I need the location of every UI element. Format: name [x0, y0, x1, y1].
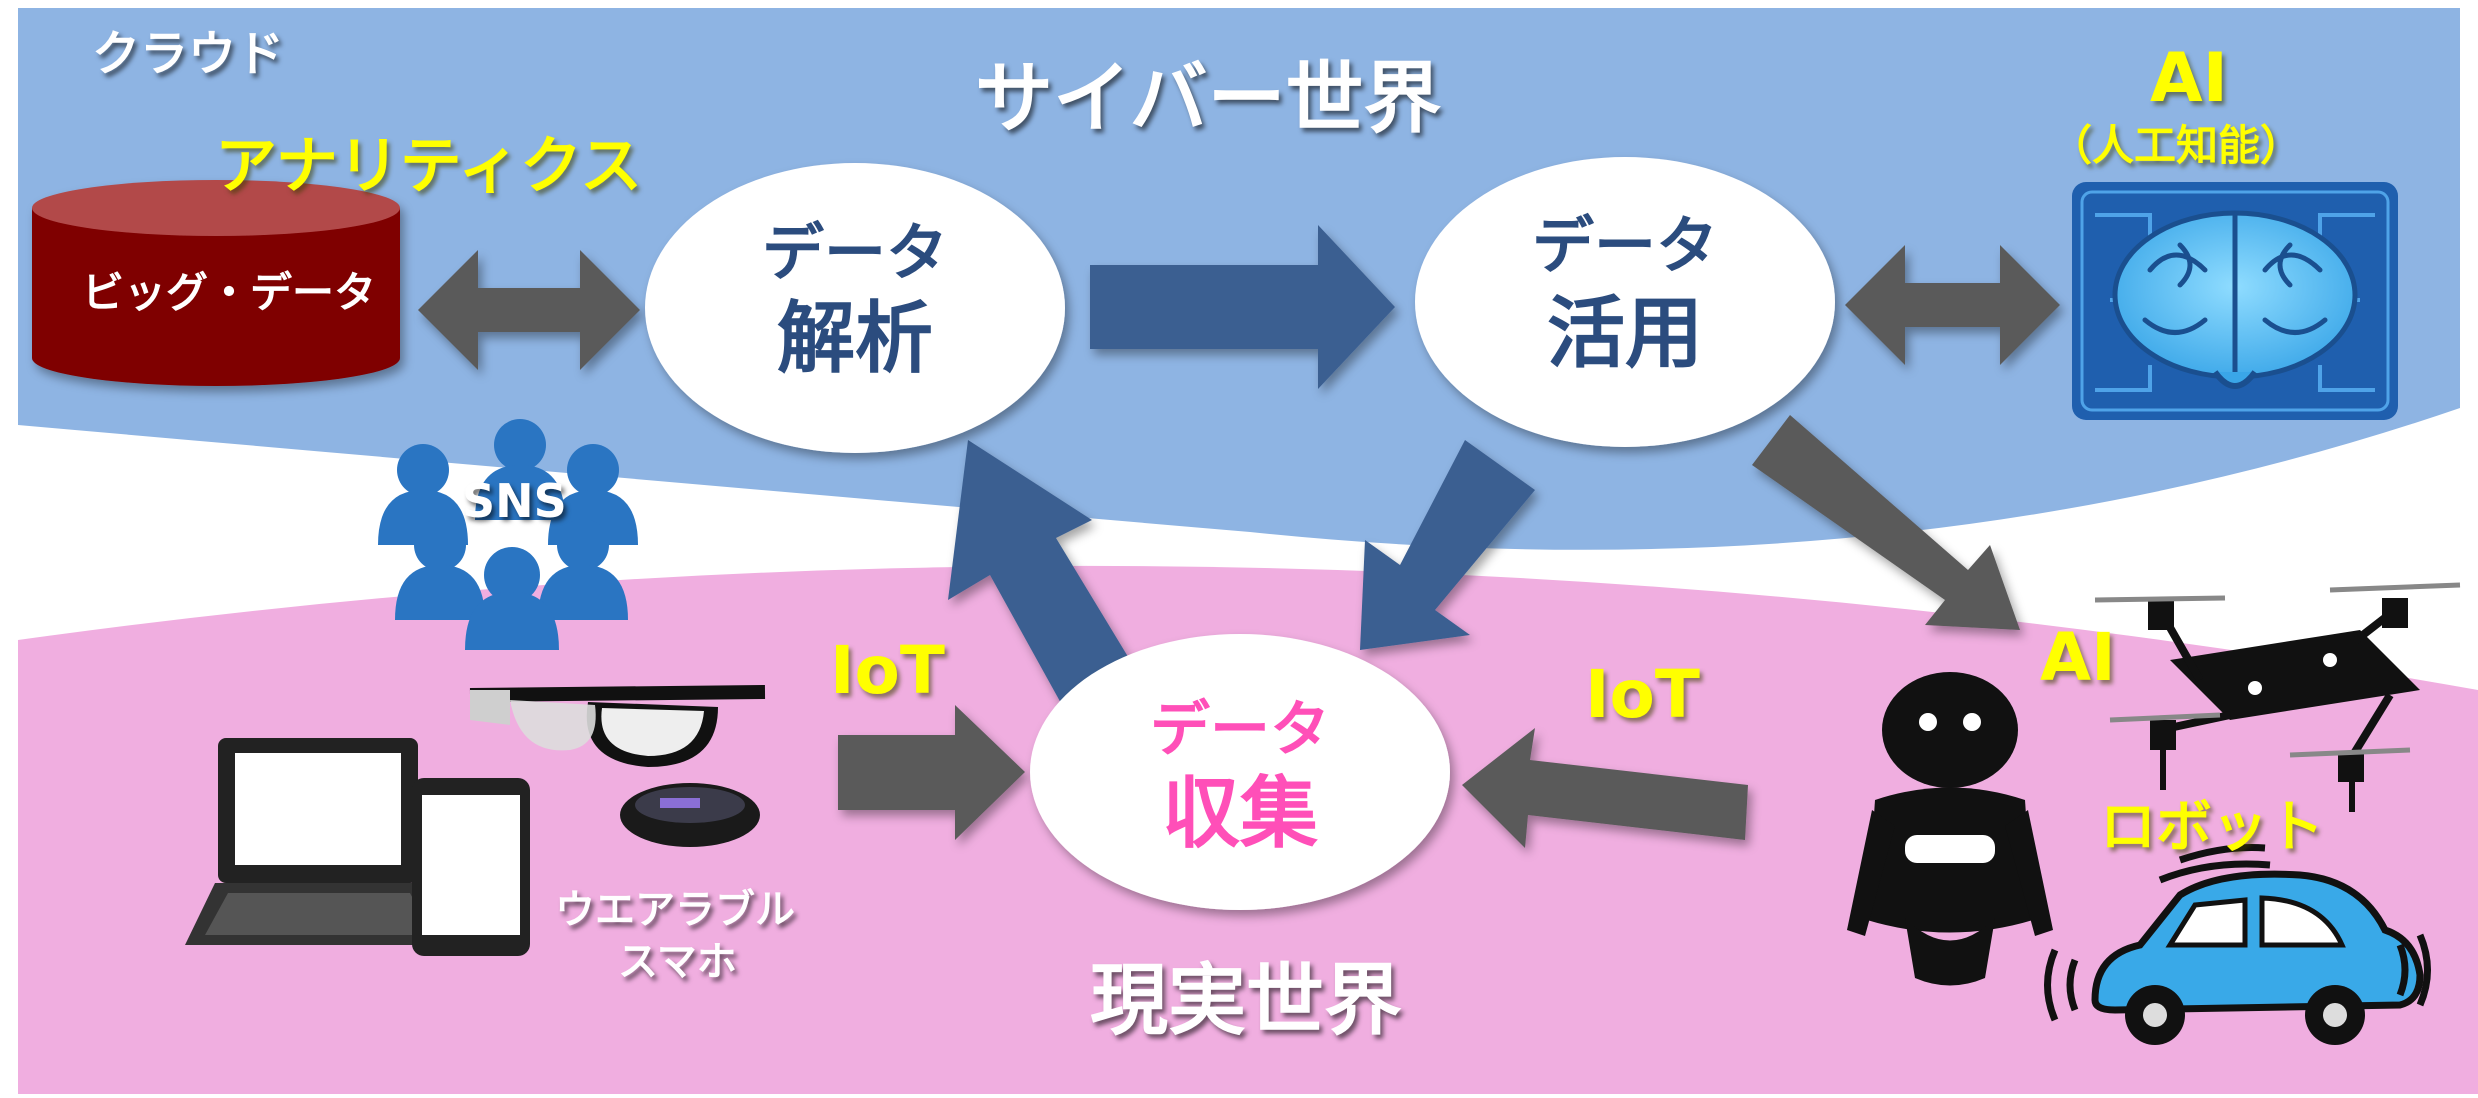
iot-left-label: IoT: [830, 632, 945, 709]
utilization-to-robot-arrow: [1752, 415, 2020, 630]
robot-icon: [1847, 672, 2053, 986]
bigdata-analysis-double-arrow: [418, 250, 640, 370]
ai-top-sublabel: （人工知能）: [2050, 121, 2303, 170]
laptop-icon: [185, 738, 450, 945]
smartphone-icon: [412, 778, 530, 956]
bigdata-label: ビッグ・データ: [82, 268, 377, 317]
smart-glasses-icon: [469, 685, 766, 767]
car-icon: [2044, 844, 2431, 1045]
ai-brain-icon: [2072, 182, 2398, 420]
utilization-node: [1415, 157, 1835, 447]
wearable-label: ウエアラブル: [555, 887, 795, 933]
analysis-node-line2: 解析: [776, 294, 933, 384]
sns-label: SNS: [462, 474, 567, 528]
ai-right-label: AI: [2040, 619, 2116, 696]
analysis-node-line1: データ: [761, 216, 948, 289]
cyber-world-title: サイバー世界: [975, 54, 1442, 144]
utilization-node-line1: データ: [1531, 209, 1718, 282]
collection-to-analysis-arrow: [948, 440, 1130, 705]
drone-icon: [2094, 582, 2461, 812]
ai-top-label: AI: [2150, 39, 2228, 118]
utilization-ai-double-arrow: [1845, 245, 2060, 365]
collection-node-line1: データ: [1150, 695, 1330, 765]
utilization-to-collection-arrow: [1360, 440, 1535, 650]
wearable-band-icon: [620, 783, 760, 847]
collection-node-line2: 収集: [1161, 769, 1318, 859]
iot-left-arrow: [838, 705, 1025, 840]
analysis-to-utilization-arrow: [1090, 225, 1395, 389]
smartphone-label: スマホ: [618, 939, 737, 985]
real-world-title: 現実世界: [1090, 956, 1403, 1046]
sns-people-icon: [378, 419, 638, 650]
bigdata-cylinder: [32, 180, 400, 386]
collection-node: [1030, 634, 1450, 910]
analytics-label: アナリティクス: [215, 129, 643, 202]
analysis-node: [645, 163, 1065, 453]
utilization-node-line2: 活用: [1546, 289, 1703, 379]
cloud-label: クラウド: [92, 26, 285, 82]
iot-right-label: IoT: [1585, 656, 1700, 733]
robot-label: ロボット: [2100, 795, 2324, 860]
iot-right-arrow: [1462, 728, 1748, 848]
